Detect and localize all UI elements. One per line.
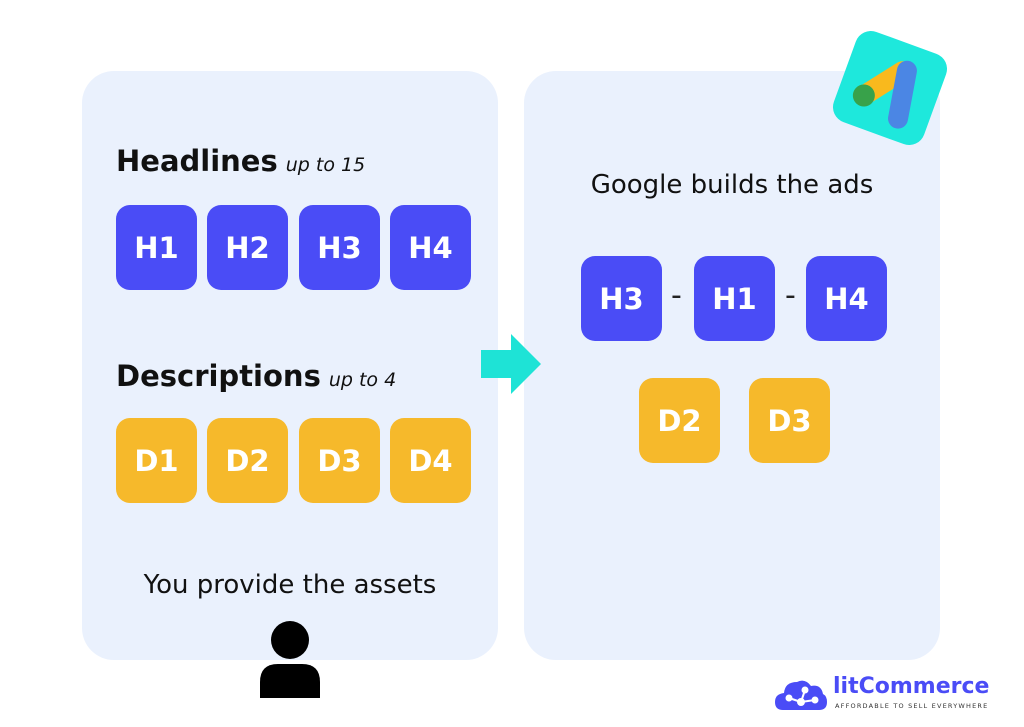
- separator: -: [785, 278, 796, 313]
- description-tile: D1: [116, 418, 197, 503]
- google-ads-logo-icon: [832, 30, 948, 146]
- assets-caption: You provide the assets: [143, 570, 437, 600]
- separator: -: [671, 278, 682, 313]
- headline-tile: H3: [299, 205, 380, 290]
- headline-tile: H4: [390, 205, 471, 290]
- headline-tile: H2: [207, 205, 288, 290]
- description-tile: D3: [299, 418, 380, 503]
- description-tile: D4: [390, 418, 471, 503]
- headline-tile: H1: [116, 205, 197, 290]
- arrow-icon: [481, 334, 541, 394]
- description-tile: D2: [639, 378, 720, 463]
- headline-tile: H1: [694, 256, 775, 341]
- ads-panel: [524, 71, 940, 660]
- person-icon: [260, 621, 320, 698]
- brand-name: litCommerce: [833, 674, 990, 699]
- cloud-network-icon: [775, 680, 827, 710]
- headline-tile: H3: [581, 256, 662, 341]
- headlines-note: up to 15: [285, 154, 366, 176]
- headline-tile: H4: [806, 256, 887, 341]
- brand-tagline: AFFORDABLE TO SELL EVERYWHERE: [835, 702, 989, 710]
- assets-panel: [82, 71, 498, 660]
- description-tile: D2: [207, 418, 288, 503]
- description-tile: D3: [749, 378, 830, 463]
- litcommerce-logo: litCommerce AFFORDABLE TO SELL EVERYWHER…: [775, 674, 989, 716]
- descriptions-note: up to 4: [328, 369, 397, 391]
- ads-caption: Google builds the ads: [590, 170, 874, 200]
